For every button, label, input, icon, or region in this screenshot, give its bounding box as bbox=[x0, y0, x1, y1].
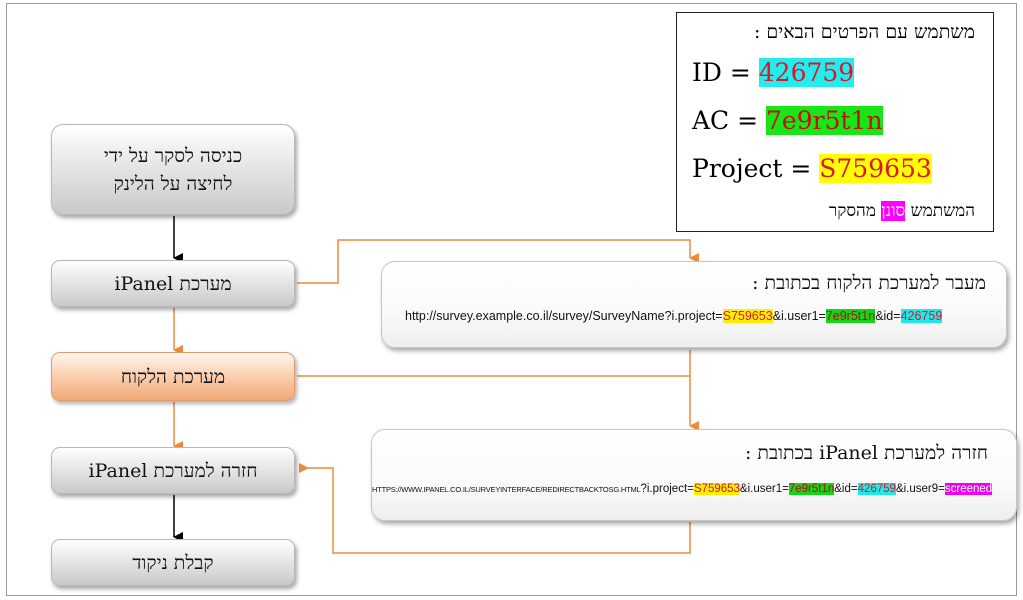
redirect-url-project: S759653 bbox=[722, 309, 773, 323]
screened-after: מהסקר bbox=[828, 201, 882, 221]
return-to-ipanel-box: חזרה למערכת iPanel בכתובת : HTTPS://WWW.… bbox=[371, 429, 1017, 521]
return-url-id: 426759 bbox=[857, 483, 896, 495]
ipanel-system-label: מערכת iPanel bbox=[114, 272, 232, 295]
project-value: S759653 bbox=[819, 154, 932, 183]
return-url-sep1: &i.user1= bbox=[739, 483, 789, 495]
ac-value: 7e9r5t1n bbox=[766, 106, 883, 135]
screened-before: המשתמש bbox=[905, 201, 975, 221]
arrow-ipanel-to-redirect bbox=[297, 239, 699, 284]
return-url-sep2: &id= bbox=[834, 483, 858, 495]
client-system-box: מערכת הלקוח bbox=[51, 352, 295, 401]
project-label: Project = bbox=[692, 154, 820, 183]
redirect-url-prefix: http://survey.example.co.il/survey/Surve… bbox=[405, 309, 723, 323]
redirect-url-id: 426759 bbox=[900, 309, 943, 323]
return-url: HTTPS://WWW.IPANEL.CO.IL/SURVEYINTERFACE… bbox=[372, 483, 993, 495]
enter-line1: כניסה לסקר על ידי bbox=[103, 144, 243, 167]
enter-survey-box: כניסה לסקר על ידי לחיצה על הלינק bbox=[51, 124, 295, 215]
id-label: ID = bbox=[692, 58, 759, 87]
return-header: חזרה למערכת iPanel בכתובת : bbox=[744, 442, 988, 464]
screened-word: סונן bbox=[881, 201, 906, 221]
id-value: 426759 bbox=[758, 58, 855, 87]
return-url-tail: ?i.project= bbox=[640, 483, 694, 495]
return-ipanel-label: חזרה למערכת iPanel bbox=[88, 459, 258, 482]
ipanel-system-box: מערכת iPanel bbox=[51, 260, 295, 307]
return-ipanel-box: חזרה למערכת iPanel bbox=[51, 447, 295, 494]
redirect-to-client-box: מעבר למערכת הלקוח בכתובת : http://survey… bbox=[381, 261, 1007, 348]
user-info-box: משתמש עם הפרטים הבאים : ID = 426759 AC =… bbox=[676, 12, 994, 232]
receive-points-box: קבלת ניקוד bbox=[51, 539, 295, 586]
return-url-project: S759653 bbox=[693, 483, 740, 495]
return-url-caps: HTTPS://WWW.IPANEL.CO.IL/SURVEYINTERFACE… bbox=[372, 485, 641, 494]
return-url-user9: screened bbox=[944, 483, 993, 495]
enter-line2: לחיצה על הלינק bbox=[113, 172, 233, 195]
ac-label: AC = bbox=[692, 106, 767, 135]
return-url-user1: 7e9r5t1n bbox=[788, 483, 835, 495]
diagram-frame bbox=[6, 3, 1017, 596]
info-title: משתמש עם הפרטים הבאים : bbox=[753, 21, 975, 43]
redirect-url: http://survey.example.co.il/survey/Surve… bbox=[405, 309, 943, 323]
arrow-client-to-returnbox bbox=[297, 375, 699, 431]
redirect-url-sep2: &id= bbox=[875, 309, 901, 323]
project-line: Project = S759653 bbox=[692, 154, 932, 183]
arrow-returnbox-to-ipanel bbox=[299, 463, 691, 554]
redirect-url-sep1: &i.user1= bbox=[772, 309, 826, 323]
ac-line: AC = 7e9r5t1n bbox=[692, 106, 883, 135]
redirect-url-user1: 7e9r5t1n bbox=[825, 309, 876, 323]
redirect-header: מעבר למערכת הלקוח בכתובת : bbox=[752, 272, 986, 294]
screened-line: המשתמש סונן מהסקר bbox=[829, 201, 975, 221]
client-system-label: מערכת הלקוח bbox=[120, 365, 226, 388]
return-url-sep3: &i.user9= bbox=[895, 483, 945, 495]
receive-points-label: קבלת ניקוד bbox=[132, 551, 214, 574]
id-line: ID = 426759 bbox=[692, 58, 855, 87]
